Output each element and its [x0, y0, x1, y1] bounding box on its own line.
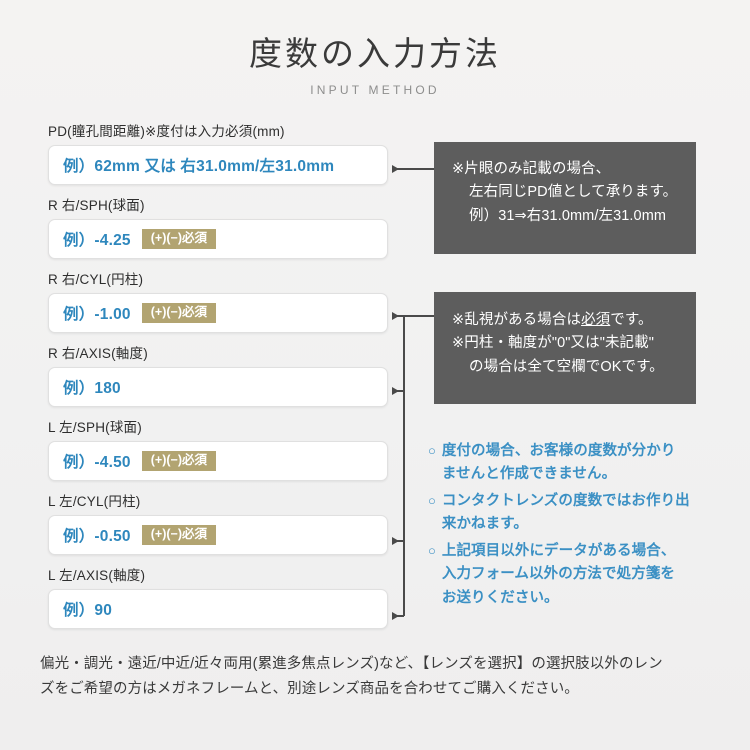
callout-cyl-line1-b: です。: [610, 312, 653, 328]
note-line: 入力フォーム以外の方法で処方箋を: [441, 566, 676, 583]
field-group-pd: PD(瞳孔間距離)※度付は入力必須(mm) 例）62mm 又は 右31.0mm/…: [48, 120, 388, 185]
r-sph-input[interactable]: 例）-4.25 (+)(−)必須: [48, 219, 388, 259]
field-group-r-axis: R 右/AXIS(軸度) 例）180: [48, 342, 388, 407]
r-cyl-input[interactable]: 例）-1.00 (+)(−)必須: [48, 293, 388, 333]
list-item: ○ 度付の場合、お客様の度数が分かりませんと作成できません。: [428, 440, 724, 487]
footer-note: 偏光・調光・遠近/中近/近々両用(累進多焦点レンズ)など、【レンズを選択】の選択…: [40, 652, 712, 703]
note-text: コンタクトレンズの度数ではお作り出来かねます。: [442, 490, 690, 537]
callout-pd-line3: 例）31⇒右31.0mm/左31.0mm: [469, 207, 667, 224]
l-axis-placeholder: 例）90: [63, 602, 113, 619]
callout-cyl-line3: の場合は全て空欄でOKです。: [469, 358, 664, 375]
pd-placeholder: 例）62mm 又は 右31.0mm/左31.0mm: [63, 158, 335, 175]
footer-line-2: ズをご希望の方はメガネフレームと、別途レンズ商品を合わせてご購入ください。: [40, 681, 579, 698]
callout-cyl-line1-underline: 必須: [581, 312, 611, 328]
r-sph-required-badge: (+)(−)必須: [141, 229, 216, 249]
page-title: 度数の入力方法: [249, 35, 501, 72]
field-group-r-cyl: R 右/CYL(円柱) 例）-1.00 (+)(−)必須: [48, 268, 388, 333]
field-group-l-axis: L 左/AXIS(軸度) 例）90: [48, 564, 388, 629]
note-line: 来かねます。: [441, 516, 529, 533]
notes-list: ○ 度付の場合、お客様の度数が分かりませんと作成できません。 ○ コンタクトレン…: [428, 440, 724, 613]
l-sph-placeholder: 例）-4.50: [63, 454, 131, 471]
r-cyl-placeholder: 例）-1.00: [63, 306, 131, 323]
r-axis-input[interactable]: 例）180: [48, 367, 388, 407]
field-label-pd: PD(瞳孔間距離)※度付は入力必須(mm): [48, 124, 285, 139]
l-cyl-required-badge: (+)(−)必須: [141, 525, 216, 545]
r-cyl-required-badge: (+)(−)必須: [141, 303, 216, 323]
field-group-l-cyl: L 左/CYL(円柱) 例）-0.50 (+)(−)必須: [48, 490, 388, 555]
l-axis-input[interactable]: 例）90: [48, 589, 388, 629]
r-sph-placeholder: 例）-4.25: [63, 232, 131, 249]
circle-bullet-icon: ○: [428, 443, 436, 458]
callout-cyl-note: ※乱視がある場合は必須です。 ※円柱・軸度が"0"又は"未記載" の場合は全て空…: [434, 292, 696, 404]
circle-bullet-icon: ○: [428, 542, 436, 558]
callout-cyl-line1: ※乱視がある場合は必須です。: [452, 309, 696, 332]
page-header: 度数の入力方法 INPUT METHOD: [0, 34, 750, 97]
list-item: ○ コンタクトレンズの度数ではお作り出来かねます。: [428, 490, 724, 537]
l-cyl-placeholder: 例）-0.50: [63, 528, 131, 545]
callout-cyl-line2: ※円柱・軸度が"0"又は"未記載": [452, 335, 655, 352]
note-line: 上記項目以外にデータがある場合、: [441, 542, 676, 559]
note-line: ませんと作成できません。: [441, 466, 617, 483]
list-item: ○ 上記項目以外にデータがある場合、入力フォーム以外の方法で処方箋をお送りくださ…: [428, 540, 724, 610]
r-axis-placeholder: 例）180: [63, 380, 121, 397]
page-subtitle: INPUT METHOD: [310, 82, 440, 97]
l-sph-required-badge: (+)(−)必須: [141, 451, 216, 471]
field-label-r-cyl: R 右/CYL(円柱): [48, 272, 144, 287]
field-label-l-cyl: L 左/CYL(円柱): [48, 494, 141, 509]
field-group-r-sph: R 右/SPH(球面) 例）-4.25 (+)(−)必須: [48, 194, 388, 259]
callout-cyl-line1-a: ※乱視がある場合は: [452, 312, 582, 328]
note-text: 度付の場合、お客様の度数が分かりませんと作成できません。: [442, 440, 676, 487]
note-text: 上記項目以外にデータがある場合、入力フォーム以外の方法で処方箋をお送りください。: [442, 540, 676, 610]
field-group-l-sph: L 左/SPH(球面) 例）-4.50 (+)(−)必須: [48, 416, 388, 481]
prescription-form: PD(瞳孔間距離)※度付は入力必須(mm) 例）62mm 又は 右31.0mm/…: [48, 120, 388, 638]
callout-pd-note: ※片眼のみ記載の場合、 左右同じPD値として承ります。 例）31⇒右31.0mm…: [434, 142, 696, 254]
pd-input[interactable]: 例）62mm 又は 右31.0mm/左31.0mm: [48, 145, 388, 185]
note-line: お送りください。: [441, 589, 559, 606]
l-sph-input[interactable]: 例）-4.50 (+)(−)必須: [48, 441, 388, 481]
l-cyl-input[interactable]: 例）-0.50 (+)(−)必須: [48, 515, 388, 555]
field-label-r-sph: R 右/SPH(球面): [48, 198, 145, 213]
field-label-l-sph: L 左/SPH(球面): [48, 420, 142, 435]
note-line: コンタクトレンズの度数ではお作り出: [441, 492, 690, 509]
callout-pd-line2: 左右同じPD値として承ります。: [469, 184, 678, 201]
callout-pd-line1: ※片眼のみ記載の場合、: [452, 161, 611, 177]
footer-line-1: 偏光・調光・遠近/中近/近々両用(累進多焦点レンズ)など、【レンズを選択】の選択…: [40, 656, 663, 672]
circle-bullet-icon: ○: [428, 492, 436, 508]
field-label-l-axis: L 左/AXIS(軸度): [48, 568, 146, 583]
field-label-r-axis: R 右/AXIS(軸度): [48, 346, 148, 361]
note-line: 度付の場合、お客様の度数が分かり: [441, 443, 676, 459]
